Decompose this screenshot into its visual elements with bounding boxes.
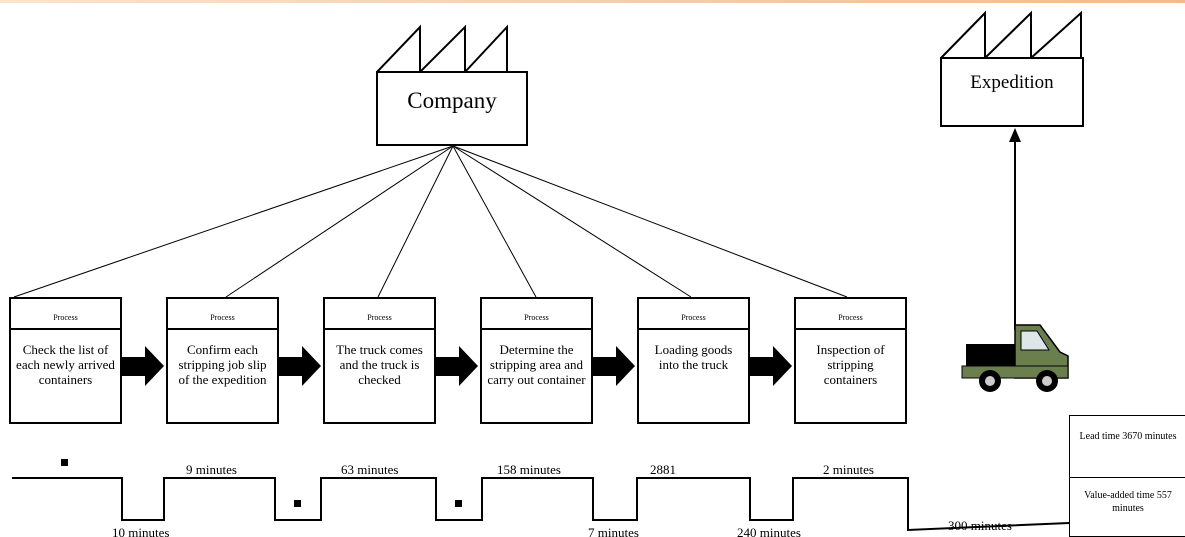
process-header: Process: [639, 299, 748, 330]
truck-icon: [961, 324, 1069, 392]
process-header: Process: [168, 299, 277, 330]
flow-arrow-1: [122, 346, 164, 386]
process-box-4: Process Determine the stripping area and…: [480, 297, 593, 424]
process-description: Check the list of each newly arrived con…: [16, 342, 115, 387]
inventory-marker: [294, 500, 301, 507]
process-box-1: Process Check the list of each newly arr…: [9, 297, 122, 424]
company-label: Company: [407, 88, 497, 113]
value-added-time-label: 2 minutes: [823, 462, 874, 477]
process-header: Process: [325, 299, 434, 330]
inventory-marker: [61, 459, 68, 466]
value-added-time-label: 63 minutes: [341, 462, 399, 477]
process-description: Confirm each stripping job slip of the e…: [178, 342, 267, 387]
process-description: Determine the stripping area and carry o…: [487, 342, 586, 387]
process-box-5: Process Loading goods into the truck: [637, 297, 750, 424]
lead-time-text: Lead time 3670 minutes: [1079, 431, 1177, 442]
process-description: Inspection of stripping containers: [816, 342, 885, 387]
value-added-time-box: Value-added time 557 minutes: [1069, 477, 1185, 537]
waiting-time-label: 240 minutes: [737, 525, 801, 537]
expedition-label: Expedition: [970, 72, 1054, 93]
company-connector-lines: [13, 145, 848, 298]
expedition-factory-icon: [940, 10, 1084, 127]
process-header: Process: [796, 299, 905, 330]
process-header: Process: [482, 299, 591, 330]
value-added-time-label: 158 minutes: [497, 462, 561, 477]
process-description: Loading goods into the truck: [654, 342, 733, 372]
waiting-time-label: 10 minutes: [112, 525, 170, 537]
flow-arrows: [122, 346, 792, 386]
value-added-time-text: Value-added time 557 minutes: [1084, 490, 1172, 514]
flow-arrow-4: [593, 346, 635, 386]
process-header: Process: [11, 299, 120, 330]
value-added-time-label: 9 minutes: [186, 462, 237, 477]
lead-time-box: Lead time 3670 minutes: [1069, 415, 1185, 478]
timeline-line: [12, 477, 1070, 532]
top-accent-bar: [0, 0, 1185, 3]
truck-to-expedition-arrow: [1009, 128, 1021, 330]
waiting-time-label: 300 minutes: [948, 518, 1012, 533]
inventory-marker: [455, 500, 462, 507]
process-description: The truck comes and the truck is checked: [336, 342, 423, 387]
value-added-time-label: 2881: [650, 462, 676, 477]
flow-arrow-3: [436, 346, 478, 386]
process-box-2: Process Confirm each stripping job slip …: [166, 297, 279, 424]
flow-arrow-5: [750, 346, 792, 386]
flow-arrow-2: [279, 346, 321, 386]
waiting-time-label: 7 minutes: [588, 525, 639, 537]
company-factory-icon: [376, 24, 528, 146]
process-box-6: Process Inspection of stripping containe…: [794, 297, 907, 424]
process-box-3: Process The truck comes and the truck is…: [323, 297, 436, 424]
inventory-markers: [61, 459, 462, 507]
